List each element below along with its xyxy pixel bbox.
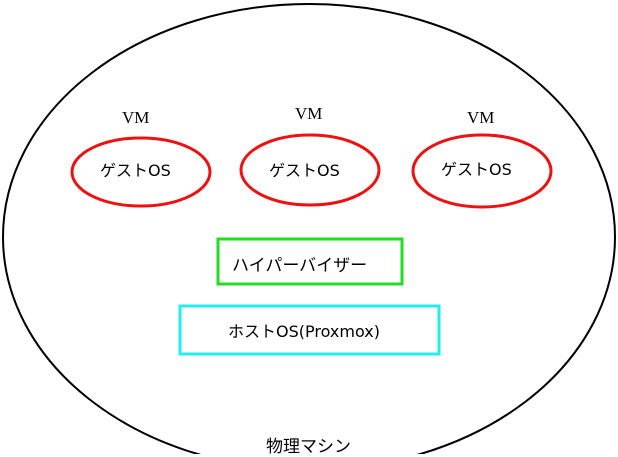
vm3-label: VM	[467, 108, 495, 127]
host-os-box	[178, 304, 441, 356]
vm1-guest-os-label: ゲストOS	[100, 161, 171, 180]
vm3-guest-os-label: ゲストOS	[441, 160, 512, 179]
vm1-guest-os-ellipse	[70, 136, 212, 208]
vm1-label: VM	[122, 108, 150, 127]
physical-machine-label: 物理マシン	[262, 432, 355, 457]
vm2-guest-os-ellipse	[239, 133, 381, 207]
vm3-guest-os-ellipse	[411, 133, 553, 209]
physical-machine-ellipse	[2, 3, 616, 454]
vm2-guest-os-label: ゲストOS	[269, 161, 340, 180]
host-os-label: ホストOS(Proxmox)	[228, 322, 380, 341]
vm2-label: VM	[295, 104, 323, 123]
hypervisor-label: ハイパーバイザー	[232, 256, 368, 276]
hypervisor-box	[216, 237, 404, 286]
